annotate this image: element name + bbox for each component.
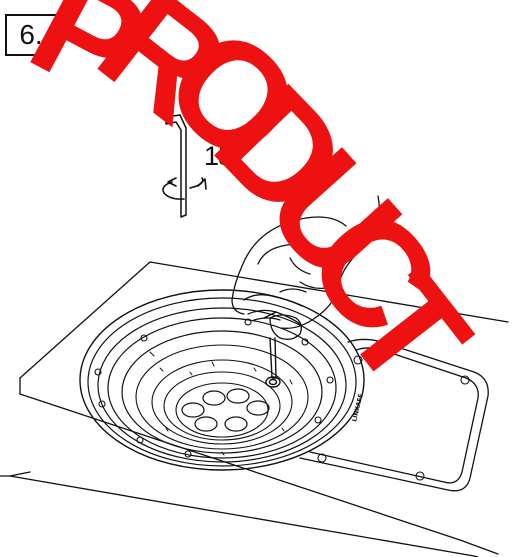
sink-bowl [79, 289, 365, 471]
countertop-outline [0, 261, 509, 557]
rotation-arrows-icon [162, 177, 207, 200]
ring-screws [94, 318, 470, 481]
allen-key-in-use [263, 311, 281, 388]
step-number-box: 6. [5, 14, 57, 56]
ring-notches [149, 351, 293, 456]
side-mount-plate [299, 338, 489, 492]
rotation-angle-label: 15° [204, 141, 243, 171]
hand-illustration [231, 195, 380, 340]
drain-holes [181, 388, 270, 432]
allen-key-icon [165, 114, 187, 218]
step-number: 6. [19, 19, 43, 50]
